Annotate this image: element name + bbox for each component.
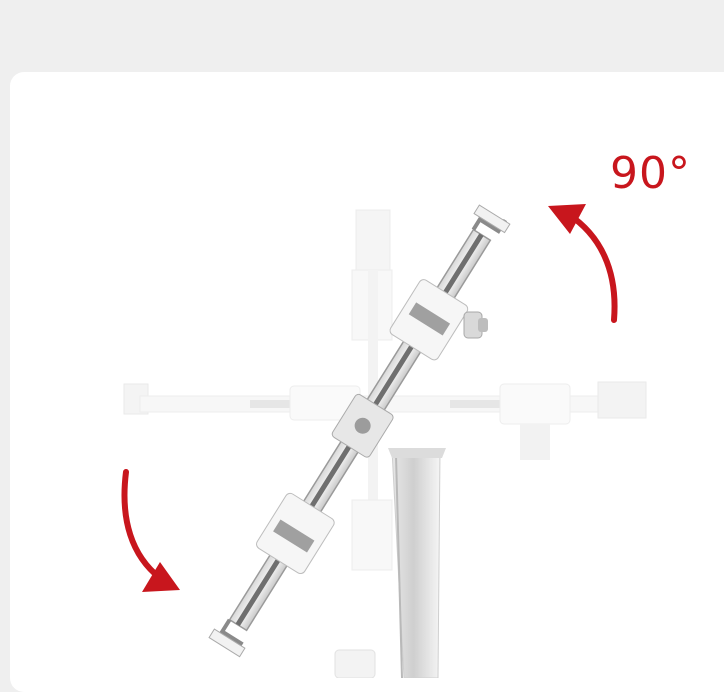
tablet-holder-stand-icon bbox=[121, 204, 647, 678]
rotation-arrow-lower-icon bbox=[121, 469, 180, 592]
adjust-knob bbox=[463, 311, 488, 339]
stand-pole bbox=[334, 448, 446, 678]
tablet-holder-arm bbox=[208, 204, 511, 658]
rotation-angle-label: 90° bbox=[610, 148, 691, 199]
rotation-arrow-upper-icon bbox=[548, 204, 618, 323]
